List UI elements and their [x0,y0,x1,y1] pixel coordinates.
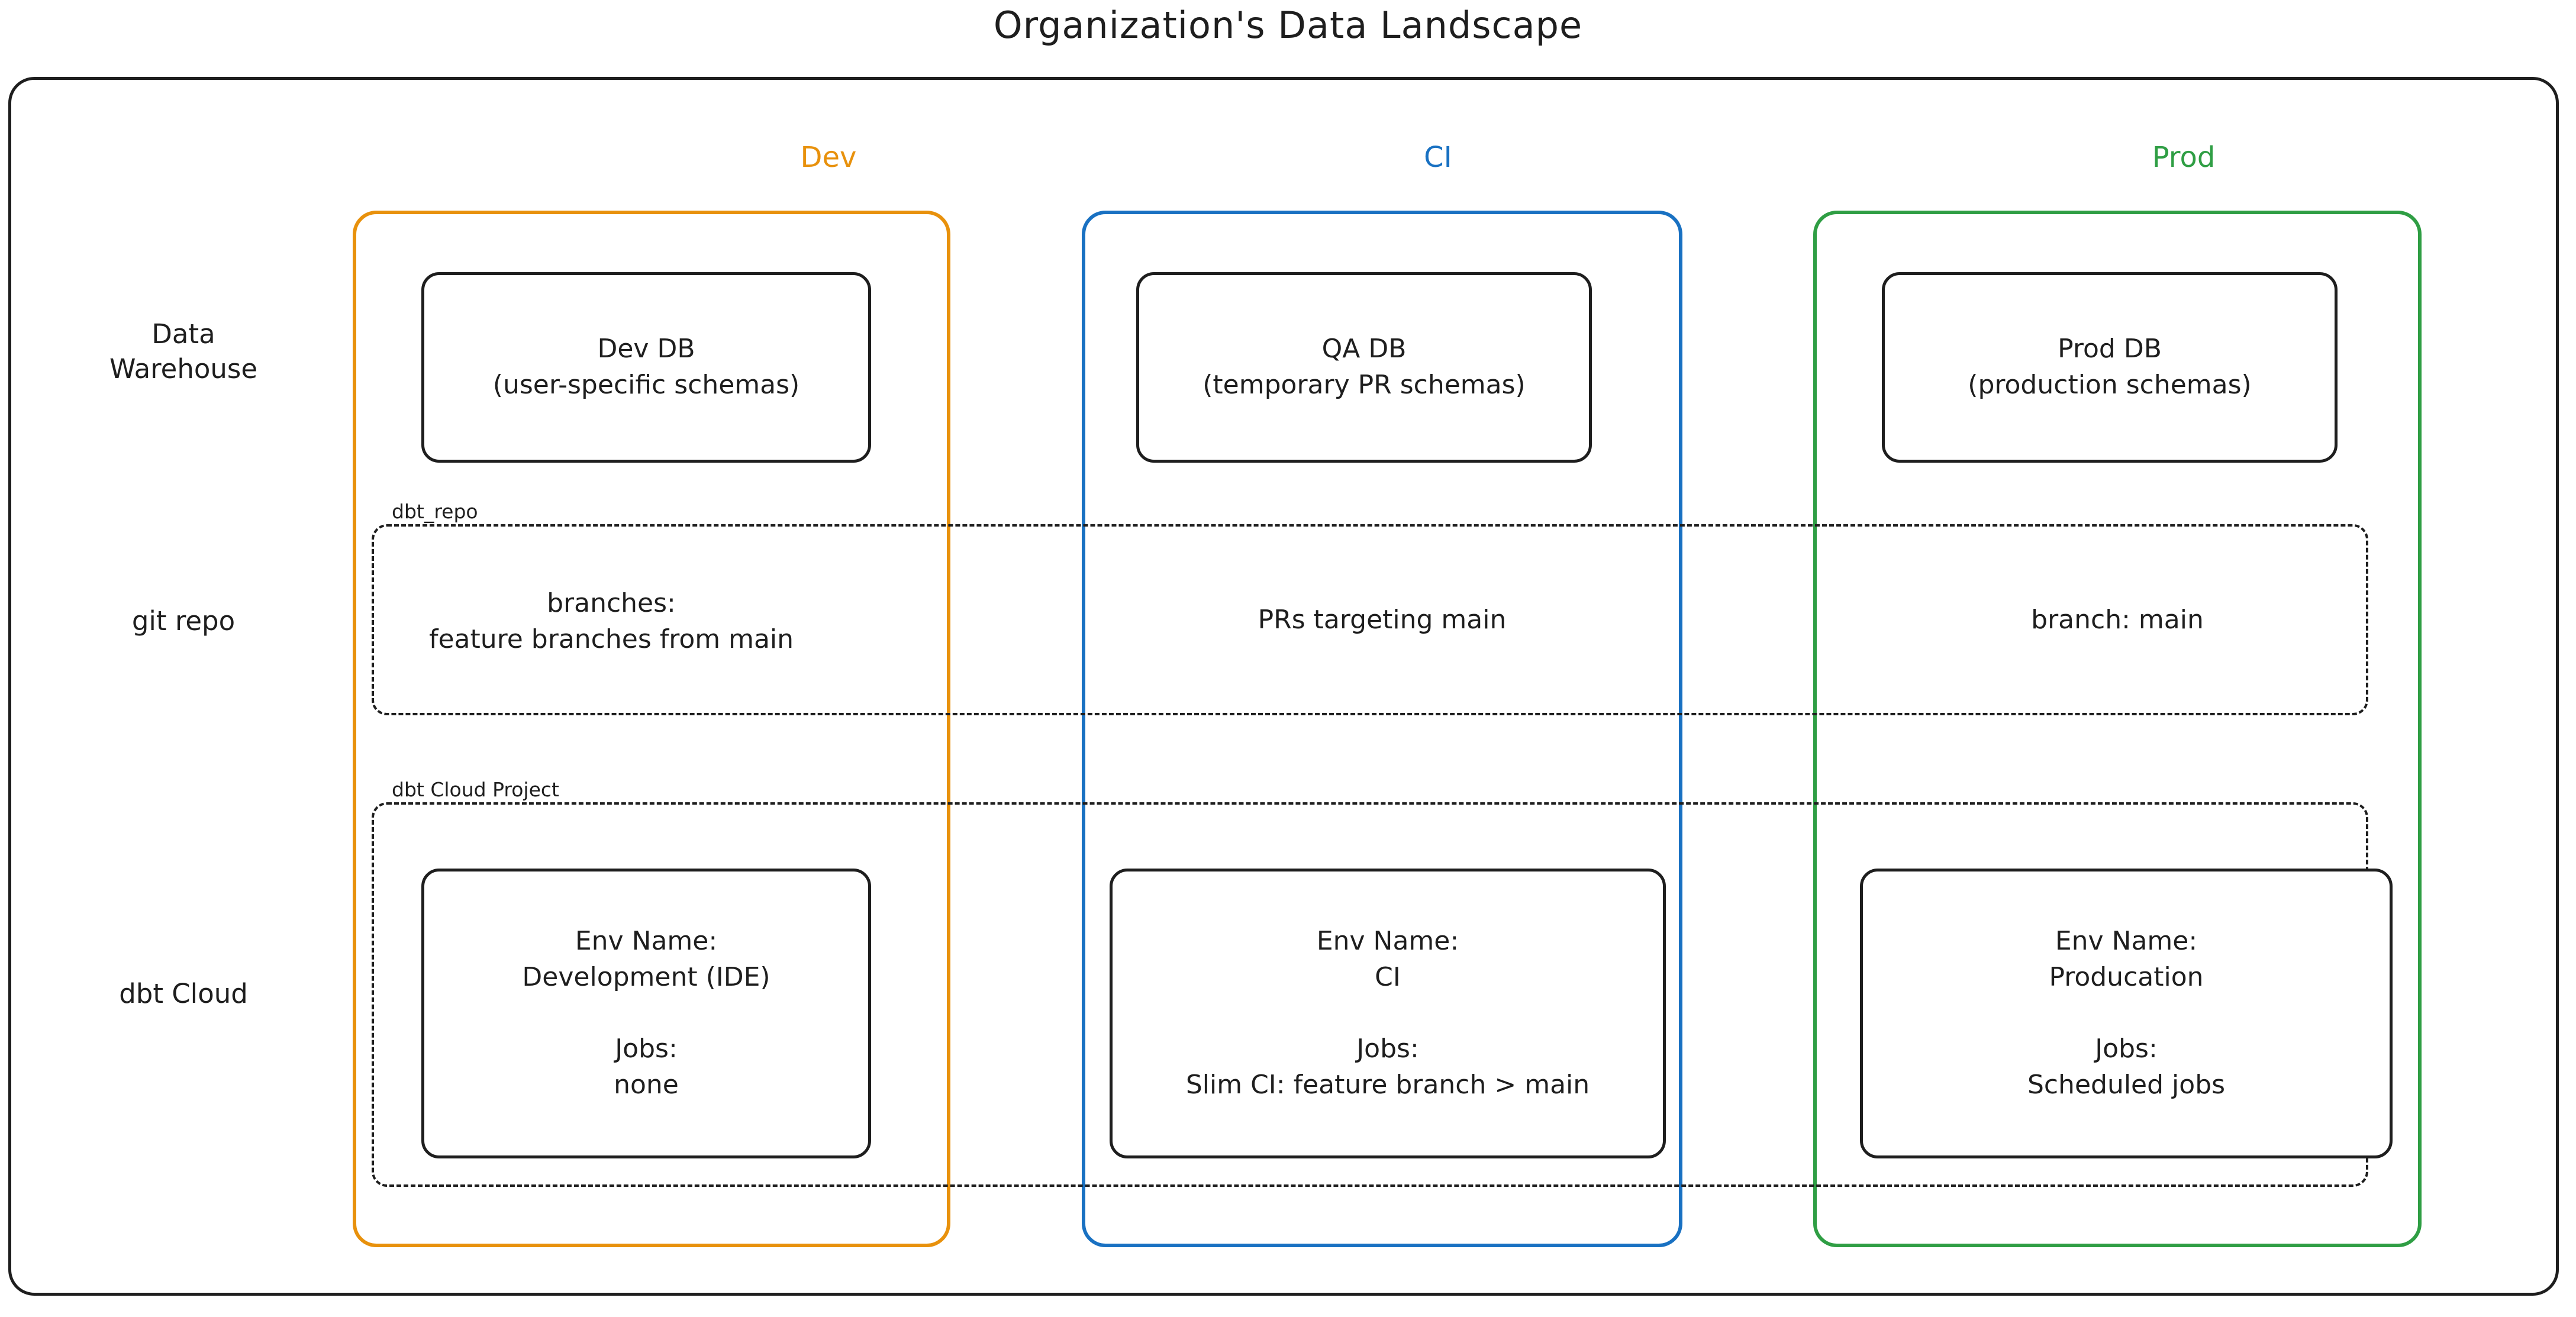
git-repo-prod-text: branch: main [2031,605,2204,635]
outer-frame [8,77,2559,1296]
row-label-git-repo: git repo [131,605,236,637]
node-dbt-cloud-dev-env: Env Name: Development (IDE) Jobs: none [421,869,871,1158]
env-header-ci: CI [1424,141,1452,174]
env-header-prod: Prod [2152,141,2216,174]
node-dbt-cloud-prod-env: Env Name: Producation Jobs: Scheduled jo… [1860,869,2393,1158]
row-label-data-warehouse: Data Warehouse [109,318,258,385]
env-column-prod [1813,211,2422,1247]
node-dbt-cloud-ci-env: Env Name: CI Jobs: Slim CI: feature bran… [1110,869,1666,1158]
git-repo-ci-text: PRs targeting main [1258,605,1507,635]
page-title: Organization's Data Landscape [993,4,1583,47]
node-dev-db: Dev DB (user-specific schemas) [421,272,871,463]
env-header-dev: Dev [800,141,857,174]
row-label-dbt-cloud: dbt Cloud [119,978,248,1009]
dbt-cloud-project-band-label: dbt Cloud Project [392,778,559,801]
env-column-dev [353,211,950,1247]
git-repo-dev-text: branches: feature branches from main [428,588,794,654]
node-prod-db: Prod DB (production schemas) [1882,272,2338,463]
node-qa-db: QA DB (temporary PR schemas) [1136,272,1592,463]
git-repo-band [372,524,2368,715]
env-column-ci [1082,211,1682,1247]
git-repo-band-label: dbt_repo [392,500,478,523]
